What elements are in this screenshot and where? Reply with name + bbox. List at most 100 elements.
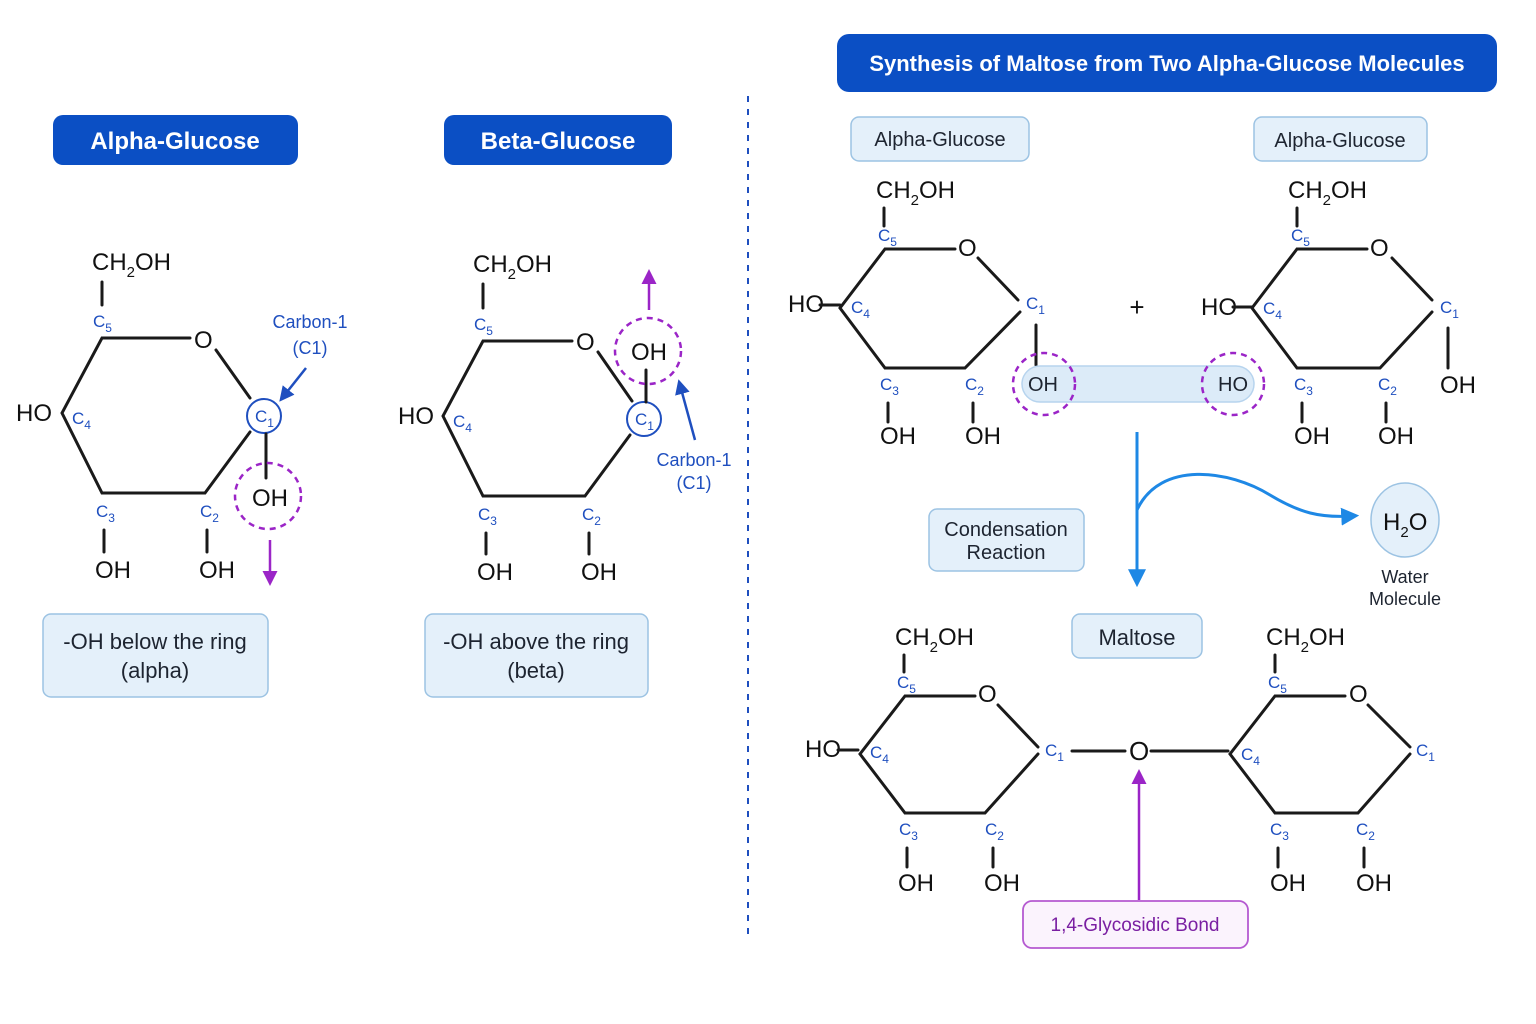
pa-c5-label: C5	[897, 673, 916, 696]
alpha-oh-below-highlight	[233, 461, 303, 531]
beta-glucose-header-bg	[444, 115, 672, 165]
maltose-unit-b: CH2OH C5 O C4 C1 C3 OH C2 OH	[1228, 624, 1435, 897]
synthesis-header: Synthesis of Maltose from Two Alpha-Gluc…	[869, 51, 1464, 76]
pb-ring-oxygen: O	[1349, 681, 1368, 708]
beta-note-box	[424, 613, 649, 698]
beta-ring-o-c1-bond	[596, 350, 634, 403]
beta-c2-oh: OH	[581, 559, 617, 586]
alpha-c2-label: C2	[200, 502, 219, 525]
maltose-synthesis-section: Synthesis of Maltose from Two Alpha-Gluc…	[788, 34, 1497, 949]
r2-c2-oh: OH	[1378, 423, 1414, 450]
beta-carbon1-annotation-abbr: (C1)	[677, 473, 712, 493]
plus-sign: +	[1129, 292, 1144, 322]
r1-c3-label: C3	[880, 375, 899, 398]
reacting-ho: HO	[1218, 374, 1248, 396]
r2-c3-label: C3	[1294, 375, 1313, 398]
alpha-note-box	[42, 613, 269, 698]
beta-c2-label: C2	[582, 505, 601, 528]
r2-c2-label: C2	[1378, 375, 1397, 398]
r2-ring	[1250, 247, 1434, 370]
r1-c3-oh: OH	[880, 423, 916, 450]
beta-ch2oh: CH2OH	[473, 251, 552, 283]
pb-c3-oh: OH	[1270, 870, 1306, 897]
synthesis-header-bg	[837, 34, 1497, 92]
alpha-glucose-header-bg	[53, 115, 298, 165]
pa-ring-o-c1	[996, 703, 1040, 749]
condensation-label-line1: Condensation	[944, 519, 1067, 541]
water-formula: H2O	[1383, 509, 1427, 541]
alpha-ring	[60, 336, 252, 495]
beta-c4-label: C4	[453, 412, 472, 435]
alpha-carbon1-pointer-arrow	[279, 367, 307, 402]
reacting-oh: OH	[1028, 374, 1058, 396]
pa-c3-label: C3	[899, 820, 918, 843]
glycosidic-bond-label: 1,4-Glycosidic Bond	[1051, 915, 1220, 936]
r1-ho-c4: HO	[788, 291, 824, 318]
beta-carbon1-annotation: Carbon-1	[656, 450, 731, 470]
water-molecule-bubble	[1370, 482, 1440, 558]
alpha-c2-oh: OH	[199, 557, 235, 584]
beta-c5-label: C5	[474, 315, 493, 338]
bridge-oxygen: O	[1129, 736, 1149, 766]
pa-c4-label: C4	[870, 743, 889, 766]
pa-c2-label: C2	[985, 820, 1004, 843]
reactant-glucose-1: CH2OH C5 O HO C4 C1 C3 OH C2 OH	[788, 177, 1045, 450]
r1-ring-o-c1	[976, 256, 1020, 302]
pa-ho-c4: HO	[805, 736, 841, 763]
alpha-carbon1-annotation: Carbon-1	[272, 312, 347, 332]
pa-ring	[858, 694, 1040, 815]
pb-ch2oh: CH2OH	[1266, 624, 1345, 656]
beta-note-line1: -OH above the ring	[443, 629, 629, 654]
beta-c3-oh: OH	[477, 559, 513, 586]
water-label-line2: Molecule	[1369, 589, 1441, 609]
alpha-c1-label: C1	[255, 407, 274, 430]
beta-c1-highlight-circle	[626, 401, 662, 437]
beta-ring	[441, 339, 632, 498]
beta-ho-c4: HO	[398, 403, 434, 430]
r1-c2-oh: OH	[965, 423, 1001, 450]
pb-c5-label: C5	[1268, 673, 1287, 696]
alpha-note-line1: -OH below the ring	[63, 629, 246, 654]
condensation-label-line2: Reaction	[967, 542, 1046, 564]
alpha-c3-oh: OH	[95, 557, 131, 584]
r1-c4-label: C4	[851, 298, 870, 321]
r2-ho-c4: HO	[1201, 294, 1237, 321]
alpha-ring-o-c1-bond	[214, 348, 252, 400]
beta-c1-label: C1	[635, 410, 654, 433]
alpha-glucose-section: Alpha-Glucose CH2OH C5 O HO C4 C1 Carbon…	[16, 115, 348, 698]
r1-ring-oxygen: O	[958, 235, 977, 262]
r1-ch2oh: CH2OH	[876, 177, 955, 209]
reacting-oh-highlight	[1011, 351, 1077, 417]
pb-c2-label: C2	[1356, 820, 1375, 843]
r2-c5-label: C5	[1291, 226, 1310, 249]
pa-ch2oh: CH2OH	[895, 624, 974, 656]
maltose-label: Maltose	[1098, 625, 1175, 650]
reactant-glucose-2: CH2OH C5 O HO C4 C1 OH C3 OH C2 OH	[1201, 177, 1476, 450]
alpha-c1-oh: OH	[252, 485, 288, 512]
beta-c3-label: C3	[478, 505, 497, 528]
pa-ring-oxygen: O	[978, 681, 997, 708]
beta-note-line2: (beta)	[507, 658, 564, 683]
right-alpha-glucose-label: Alpha-Glucose	[1274, 130, 1405, 152]
water-release-arrow	[1135, 472, 1360, 526]
reacting-ho-highlight	[1200, 351, 1266, 417]
water-removal-bar	[1021, 365, 1255, 403]
pb-c3-label: C3	[1270, 820, 1289, 843]
alpha-carbon1-annotation-abbr: (C1)	[293, 338, 328, 358]
alpha-c5-label: C5	[93, 312, 112, 335]
pb-c1-label: C1	[1416, 741, 1435, 764]
r2-ch2oh: CH2OH	[1288, 177, 1367, 209]
alpha-glucose-header: Alpha-Glucose	[90, 128, 259, 155]
beta-glucose-section: Beta-Glucose CH2OH C5 O HO C4 C1 OH Carb…	[398, 115, 732, 698]
beta-glucose-header: Beta-Glucose	[481, 128, 636, 155]
r1-c1-label: C1	[1026, 294, 1045, 317]
beta-oh-above-highlight	[613, 316, 683, 386]
left-alpha-glucose-label-bg	[850, 116, 1030, 162]
pa-c2-oh: OH	[984, 870, 1020, 897]
r1-c2-label: C2	[965, 375, 984, 398]
beta-c1-oh: OH	[631, 339, 667, 366]
r2-ring-o-c1	[1390, 256, 1434, 302]
pa-c1-label: C1	[1045, 741, 1064, 764]
right-alpha-glucose-label-bg	[1253, 116, 1428, 162]
